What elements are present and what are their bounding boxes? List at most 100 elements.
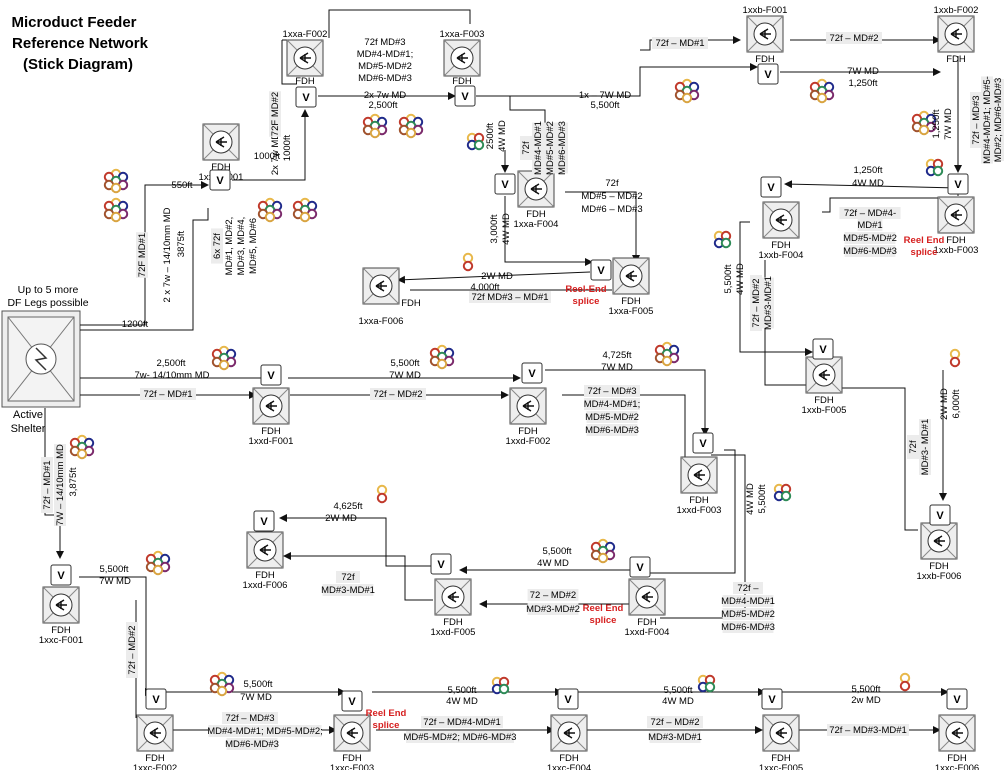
route-label-text: 5,500ft <box>447 685 476 696</box>
route-label: 72f – <box>733 582 763 594</box>
duct-bundle-icon <box>398 113 424 139</box>
route-label: MD#5-MD#2 <box>585 411 639 423</box>
splitter-icon <box>625 270 637 282</box>
route-label-text: MD#4-MD#1 <box>721 596 775 607</box>
valve[interactable]: V <box>757 63 779 85</box>
valve[interactable]: V <box>557 688 579 710</box>
valve[interactable]: V <box>341 690 363 712</box>
valve[interactable]: V <box>145 688 167 710</box>
valve[interactable]: V <box>430 553 452 575</box>
route-label-text: 2x 7w MD <box>364 90 406 101</box>
valve[interactable]: V <box>929 504 951 526</box>
route-label: 1x – 7W MD <box>579 90 631 101</box>
valve[interactable]: V <box>209 169 231 191</box>
route-label: 7W MD <box>943 108 954 140</box>
route-label: MD#4-MD#1; <box>584 398 641 410</box>
valve-label: V <box>953 694 961 706</box>
valve[interactable]: V <box>260 364 282 386</box>
route-label: 1200ft <box>122 319 149 330</box>
route-label: 2W MD <box>325 513 357 524</box>
route-label: 7W MD <box>240 692 272 703</box>
splitter-icon <box>951 727 963 739</box>
valve[interactable]: V <box>295 86 317 108</box>
route-label-text: 72f <box>521 141 532 155</box>
valve-label: V <box>260 516 268 528</box>
fdh-label: FDH <box>947 753 967 764</box>
valve[interactable]: V <box>521 362 543 384</box>
route-label-text: MD#4-MD#1 <box>533 121 544 175</box>
valve[interactable]: V <box>50 564 72 586</box>
splitter-icon <box>55 599 67 611</box>
route-label-text: MD#3-MD#1 <box>321 585 375 596</box>
valve[interactable]: V <box>454 85 476 107</box>
route-label-text: MD#6-MD#3 <box>843 246 897 257</box>
valve[interactable]: V <box>629 556 651 578</box>
route-label: MD#3-MD#1 <box>321 584 375 596</box>
valve[interactable]: V <box>590 259 612 281</box>
route-label: 5,500ft <box>99 564 128 575</box>
fdh-id: 1xxd-F003 <box>677 505 722 516</box>
route-label: MD#4-MD#1 <box>532 121 544 175</box>
fdh-id: 1xxa-F005 <box>609 306 654 317</box>
fdh-id: 1xxa-F006 <box>359 316 404 327</box>
route-label: MD#5 – MD#2 <box>581 191 642 202</box>
fdh-label: FDH <box>771 240 791 251</box>
valve[interactable]: V <box>760 176 782 198</box>
route-label: 3,000ft <box>489 214 500 243</box>
duct-bundle-icon <box>211 345 237 371</box>
valve-label: V <box>302 92 310 104</box>
valve[interactable]: V <box>761 688 783 710</box>
connection-line <box>739 221 813 356</box>
duct-bundle-icon <box>809 78 835 104</box>
valve[interactable]: V <box>947 173 969 195</box>
duct-bundle-icon <box>429 344 455 370</box>
valve-label: V <box>767 182 775 194</box>
route-label-text: MD#1 <box>857 220 882 231</box>
splitter-icon <box>265 400 277 412</box>
route-label: 72f MD#3 – MD#1 <box>469 291 551 303</box>
valve[interactable]: V <box>494 173 516 195</box>
splitter-icon <box>522 400 534 412</box>
duct-bundle-icon <box>590 538 616 564</box>
diagram-title: Microduct Feeder Reference Network (Stic… <box>11 14 148 73</box>
valve[interactable]: V <box>946 688 968 710</box>
valve[interactable]: V <box>692 432 714 454</box>
route-label-text: 5,500ft <box>99 564 128 575</box>
connection-line <box>328 9 471 38</box>
route-label: MD#3, MD#4, <box>236 217 247 276</box>
route-label-text: 72 – MD#2 <box>530 590 576 601</box>
valve[interactable]: V <box>812 338 834 360</box>
route-label-text: MD#3, MD#4, <box>236 217 247 276</box>
route-label-text: 72f – MD#3 <box>971 95 982 144</box>
splitter-icon <box>259 544 271 556</box>
connection-line <box>79 576 153 696</box>
route-label: 1000ft <box>254 151 281 162</box>
valve[interactable]: V <box>253 510 275 532</box>
route-label: 4W MD <box>501 213 512 245</box>
route-label-text: MD#4-MD#1; <box>584 399 641 410</box>
route-label-text: 3875ft <box>176 230 187 257</box>
